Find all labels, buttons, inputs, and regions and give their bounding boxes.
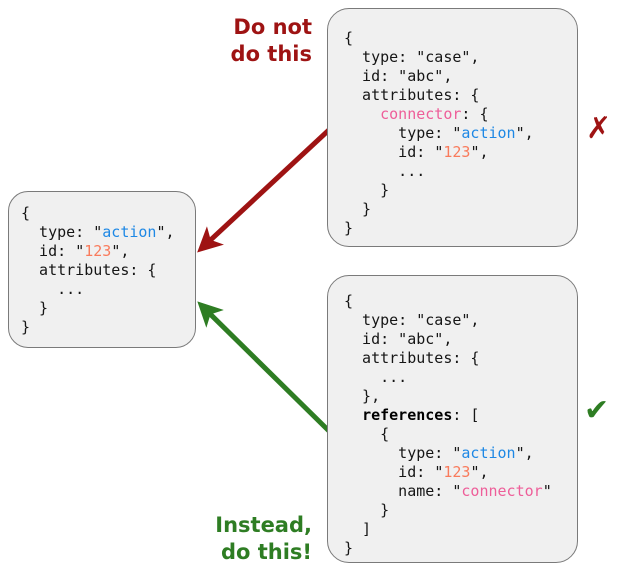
code-line: id: "abc", (344, 67, 453, 85)
arrow-bad-path (197, 126, 333, 253)
code-line: attributes: { (21, 261, 157, 279)
code-line: } (21, 318, 31, 336)
code-line: type: "case", (344, 311, 480, 329)
code-line: type: "action", (344, 124, 534, 142)
code-lines: { type: "case", id: "abc", attributes: {… (344, 29, 534, 238)
label-do-not-do-this: Do not do this (230, 15, 312, 66)
code-line: ... (344, 162, 426, 180)
code-line: id: "123", (344, 143, 489, 161)
code-line: } (21, 299, 49, 317)
code-line: references: [ (362, 406, 480, 424)
code-line: attributes: { (344, 86, 480, 104)
code-line: type: "action", (344, 444, 534, 462)
code-line: { (344, 29, 354, 47)
label-instead-do-this: Instead, do this! (215, 513, 312, 564)
cross-icon: ✗ (586, 111, 612, 146)
check-icon: ✔ (584, 393, 610, 428)
code-box-good-example: { type: "case", id: "abc", attributes: {… (327, 275, 578, 563)
code-line: { (344, 292, 354, 310)
code-line: } (344, 219, 354, 237)
code-line: } (344, 181, 390, 199)
code-line: id: "123", (344, 463, 489, 481)
code-line: } (344, 200, 372, 218)
code-box-target-object: { type: "action", id: "123", attributes:… (8, 191, 196, 348)
code-box-bad-example: { type: "case", id: "abc", attributes: {… (327, 8, 578, 247)
code-line: type: "action", (21, 223, 175, 241)
code-line: { (344, 425, 390, 443)
code-line: } (344, 501, 390, 519)
code-line: attributes: { (344, 349, 480, 367)
code-line: name: "connector" (344, 482, 552, 500)
code-line: id: "abc", (344, 330, 453, 348)
code-lines: { type: "case", id: "abc", attributes: {… (344, 292, 552, 558)
code-lines: { type: "action", id: "123", attributes:… (21, 204, 175, 337)
code-line: ... (21, 280, 85, 298)
code-line: { (21, 204, 31, 222)
code-line: ... (344, 368, 408, 386)
code-line: connector: { (380, 105, 489, 123)
code-line: id: "123", (21, 242, 130, 260)
arrow-good-path (197, 301, 331, 433)
code-line: } (344, 539, 354, 557)
code-line: type: "case", (344, 48, 480, 66)
code-line: }, (344, 387, 381, 405)
code-line: ] (344, 520, 372, 538)
